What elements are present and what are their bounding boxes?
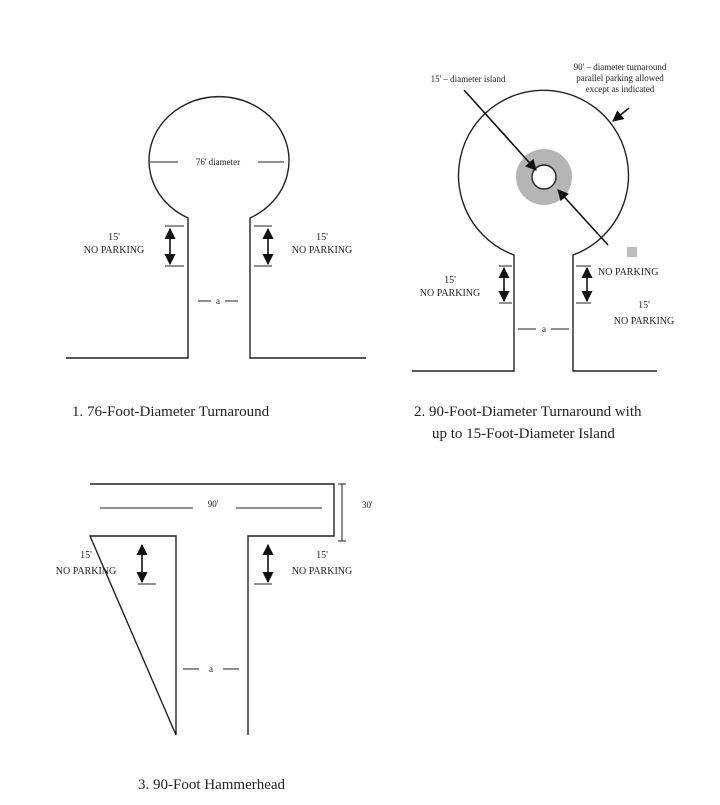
fig1-left-distance: 15' — [108, 232, 120, 243]
fig2-width-label: a — [542, 324, 546, 334]
figure-3-90-foot-hammerhead: 90' 30' 15' NO PARKING 15' NO PARKING a … — [56, 483, 373, 793]
fig2-caption-line-1: 2. 90-Foot-Diameter Turnaround with — [414, 404, 642, 420]
fig1-left-no-parking: NO PARKING — [84, 245, 144, 256]
fig2-right-no-parking-2: NO PARKING — [614, 316, 674, 327]
fig2-turnaround-label-2: parallel parking allowed — [576, 73, 664, 83]
fig2-island-label: 15' – diameter island — [431, 74, 506, 84]
fig2-turnaround-label-1: 90' – diameter turnaround — [574, 62, 667, 72]
fig2-left-distance: 15' — [444, 275, 456, 286]
fig3-width-label: a — [209, 664, 213, 674]
fig2-turnaround-pointer — [612, 107, 630, 122]
fig3-right-no-parking: NO PARKING — [292, 566, 352, 577]
figure-1-76-foot-turnaround: 76' diameter 15' NO PARKING 15' NO PARKI… — [66, 95, 366, 420]
fig2-island-pointer-2 — [557, 189, 609, 246]
fig2-island-pointer — [463, 89, 537, 171]
fig2-right-distance: 15' — [638, 300, 650, 311]
fig3-outline — [88, 483, 335, 736]
fig3-depth-label: 30' — [362, 500, 373, 510]
fig1-right-no-parking: NO PARKING — [292, 245, 352, 256]
fig1-right-distance: 15' — [316, 232, 328, 243]
fig2-island — [531, 164, 557, 190]
fig2-legend-swatch — [627, 247, 637, 257]
figure-2-90-foot-turnaround-island: 15' – diameter island 90' – diameter tur… — [412, 62, 674, 442]
fig1-caption: 1. 76-Foot-Diameter Turnaround — [72, 404, 270, 420]
fig2-right-no-parking: NO PARKING — [598, 267, 658, 278]
fig3-left-no-parking: NO PARKING — [56, 566, 116, 577]
fig1-diameter-label: 76' diameter — [196, 157, 240, 167]
fig3-left-distance: 15' — [80, 550, 92, 561]
fig2-caption-line-2: up to 15-Foot-Diameter Island — [432, 426, 615, 442]
fig3-length-label: 90' — [208, 499, 219, 509]
fig1-outline — [66, 95, 366, 359]
fig2-left-no-parking: NO PARKING — [420, 288, 480, 299]
fig2-outline — [412, 89, 657, 372]
fig1-width-label: a — [216, 296, 220, 306]
fig3-caption: 3. 90-Foot Hammerhead — [138, 777, 286, 793]
fig2-turnaround-label-3: except as indicated — [586, 84, 655, 94]
fig3-right-distance: 15' — [316, 550, 328, 561]
